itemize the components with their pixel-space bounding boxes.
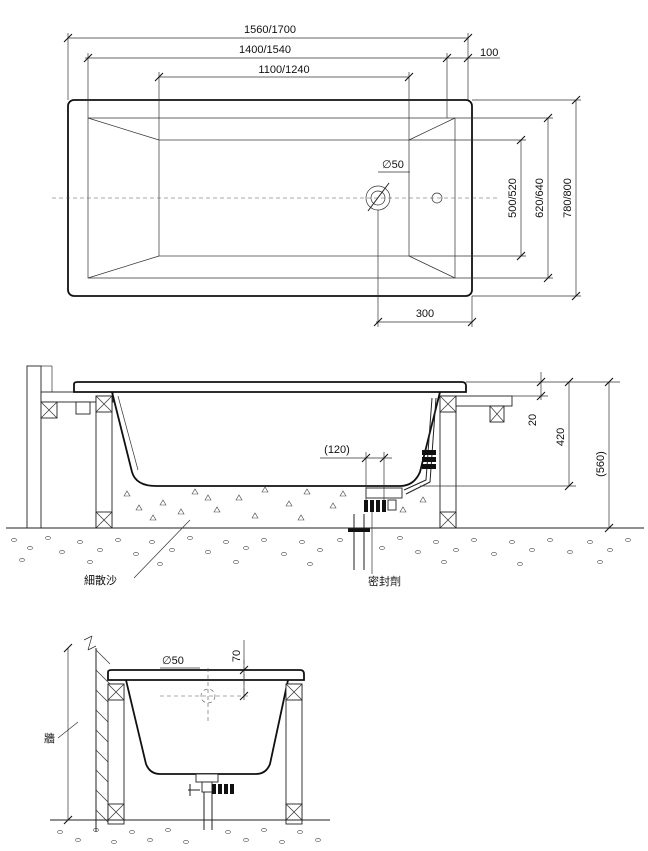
tub-rim-end: [107, 669, 305, 681]
wall-end: [83, 635, 111, 832]
svg-text:420: 420: [555, 428, 567, 446]
svg-text:(120): (120): [324, 444, 350, 456]
right-rail: [455, 395, 513, 407]
sand-fill: [123, 486, 427, 521]
svg-text:∅50: ∅50: [162, 655, 184, 667]
tub-body-end: [125, 679, 289, 775]
svg-text:20: 20: [527, 414, 539, 426]
end-view: 牆 ∅50 70: [44, 635, 330, 844]
drain-trap: [348, 487, 403, 570]
right-frame-post: [439, 395, 457, 529]
end-post-right: [285, 683, 303, 825]
left-wall-stub: [26, 365, 53, 529]
side-view: (120) 20 420 (560): [6, 365, 644, 588]
dim-overall-width: 780/800: [472, 95, 581, 301]
label-fine-sand: 細散沙: [84, 519, 191, 587]
svg-text:100: 100: [480, 47, 498, 59]
plan-view: 1560/1700 1400/1540 100 1100/1240 ∅50: [52, 24, 581, 327]
dim-drain-diameter-plan: ∅50: [378, 159, 410, 173]
dim-rim-height: 20: [527, 372, 546, 426]
overflow-hole-plan: [431, 192, 443, 204]
end-post-left: [107, 683, 125, 825]
svg-text:500/520: 500/520: [507, 178, 519, 218]
dim-mid-length: 1400/1540 100: [83, 44, 500, 118]
svg-text:300: 300: [416, 308, 434, 320]
label-sealant: 密封劑: [368, 512, 401, 588]
tub-rim-side: [73, 381, 467, 393]
dim-drain-horizontal: (120): [320, 444, 392, 500]
dim-drain-diameter-end: ∅50: [160, 655, 200, 669]
dim-overall-length: 1560/1700: [63, 24, 473, 100]
dim-overflow-height: 70: [231, 640, 249, 701]
dim-inner-width: 500/520: [409, 135, 526, 261]
svg-text:780/800: 780/800: [562, 178, 574, 218]
left-frame-post: [95, 395, 113, 529]
drain-trap-end: [188, 773, 234, 830]
svg-text:(560): (560): [595, 451, 607, 477]
svg-text:620/640: 620/640: [534, 178, 546, 218]
ground-pebbles-end: [57, 828, 321, 844]
svg-text:∅50: ∅50: [382, 159, 404, 171]
dim-total-height: (560): [595, 377, 614, 533]
label-wall: 牆: [44, 643, 79, 825]
tub-body-side: [111, 391, 441, 487]
svg-text:70: 70: [231, 650, 243, 662]
svg-text:1400/1540: 1400/1540: [239, 44, 291, 56]
dim-mid-width: 620/640: [455, 113, 553, 283]
ground-pebbles-side: [11, 536, 631, 566]
dim-inner-length: 1100/1240: [154, 64, 414, 140]
drain-hole-plan: [365, 182, 391, 212]
svg-text:1560/1700: 1560/1700: [244, 24, 296, 36]
dim-drain-offset: 300: [373, 210, 477, 327]
svg-text:細散沙: 細散沙: [84, 573, 117, 587]
dim-tub-depth: 420: [555, 377, 574, 491]
svg-text:密封劑: 密封劑: [368, 574, 401, 588]
svg-text:牆: 牆: [44, 731, 55, 745]
overflow-pipe: [403, 397, 437, 495]
svg-text:1100/1240: 1100/1240: [258, 64, 309, 76]
